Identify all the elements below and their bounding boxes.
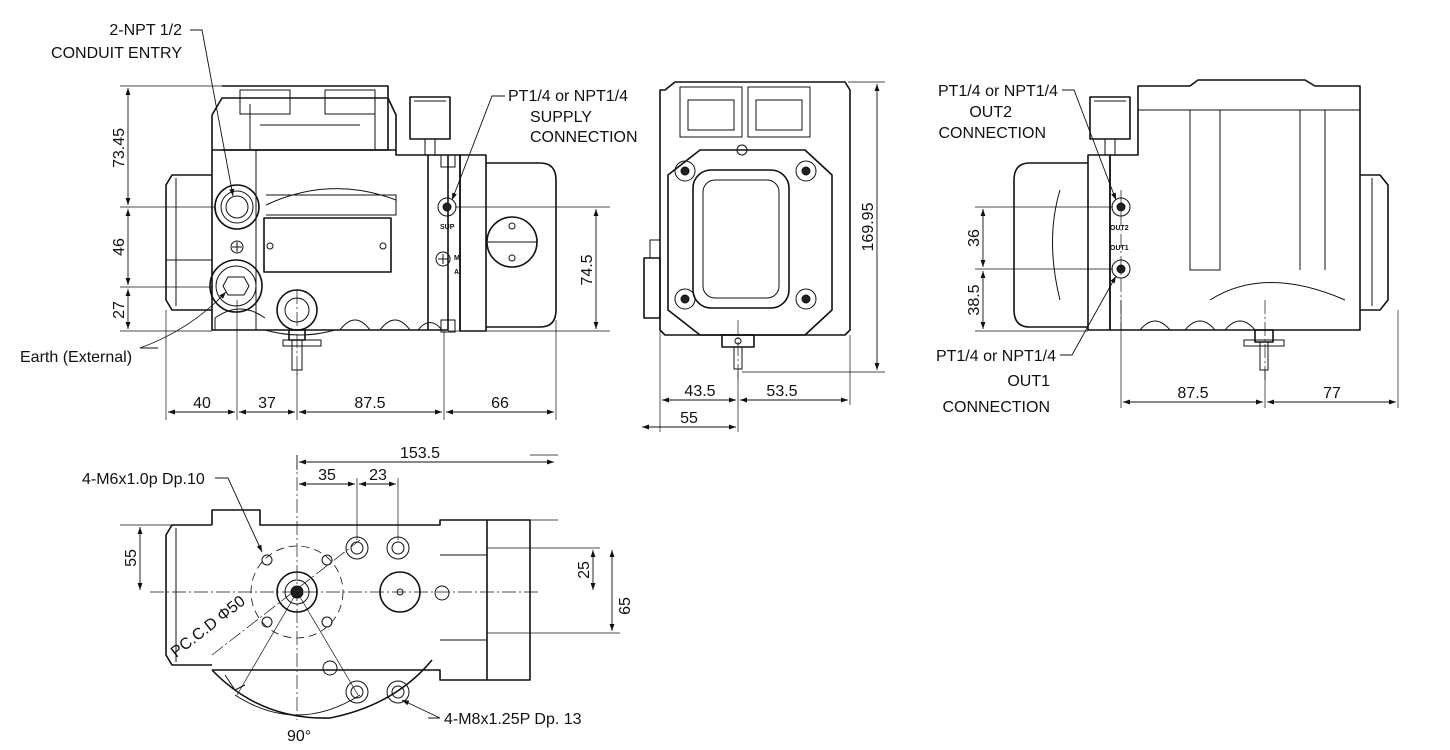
supply-connection-line-2: SUPPLY (530, 109, 592, 126)
out1-connection-line-1: PT1/4 or NPT1/4 (936, 348, 1056, 365)
dim-38-5: 38.5 (966, 284, 983, 315)
angle-callout: 90° (287, 728, 311, 745)
dimension-lines (125, 84, 1396, 631)
dim-169-95: 169.95 (860, 202, 877, 251)
dim-73-45: 73.45 (111, 128, 128, 168)
out1-connection-line-3: CONNECTION (942, 399, 1050, 416)
earth-callout: Earth (External) (20, 349, 132, 366)
a-mark: A (454, 269, 459, 276)
dim-65: 65 (617, 597, 634, 615)
front-view: SUP M A (165, 85, 557, 371)
pcd-callout: PC.C.D Φ50 (168, 593, 249, 661)
out2-connection-line-2: OUT2 (969, 104, 1012, 121)
out1-connection-line-2: OUT1 (1007, 373, 1050, 390)
rear-view: OUT2 OUT1 (1013, 79, 1389, 371)
out1-port-mark: OUT1 (1110, 245, 1129, 252)
dim-74-5: 74.5 (579, 254, 596, 285)
leader-lines (139, 29, 1117, 719)
dim-46: 46 (111, 238, 128, 256)
dim-23: 23 (369, 467, 387, 484)
m6-holes-callout: 4-M6x1.0p Dp.10 (82, 471, 205, 488)
out2-port-mark: OUT2 (1110, 225, 1129, 232)
dim-77: 77 (1323, 385, 1341, 402)
dimension-values: 73.45 46 27 74.5 40 37 87.5 66 169.95 43… (111, 128, 1341, 615)
dim-25: 25 (576, 561, 593, 579)
dim-36: 36 (966, 229, 983, 247)
dim-55-bottom: 55 (123, 549, 140, 567)
dim-53-5: 53.5 (766, 383, 797, 400)
conduit-entry-line-1: 2-NPT 1/2 (109, 22, 182, 39)
extension-lines (120, 81, 1399, 634)
dim-40: 40 (193, 395, 211, 412)
side-view (643, 81, 851, 370)
m-mark: M (454, 255, 460, 262)
m8-holes-callout: 4-M8x1.25P Dp. 13 (444, 711, 582, 728)
sup-port-mark: SUP (440, 224, 455, 231)
dim-66: 66 (491, 395, 509, 412)
dim-43-5: 43.5 (684, 383, 715, 400)
center-lines (150, 190, 1266, 720)
dim-27: 27 (111, 301, 128, 319)
conduit-entry-line-2: CONDUIT ENTRY (51, 45, 182, 62)
supply-connection-line-1: PT1/4 or NPT1/4 (508, 88, 628, 105)
supply-connection-line-3: CONNECTION (530, 129, 638, 146)
dim-37: 37 (258, 395, 276, 412)
out2-connection-line-1: PT1/4 or NPT1/4 (938, 83, 1058, 100)
dim-35: 35 (318, 467, 336, 484)
dim-153-5: 153.5 (400, 445, 440, 462)
dim-55-side: 55 (680, 410, 698, 427)
out2-connection-line-3: CONNECTION (938, 125, 1046, 142)
dim-87-5-rear: 87.5 (1177, 385, 1208, 402)
dim-87-5-front: 87.5 (354, 395, 385, 412)
